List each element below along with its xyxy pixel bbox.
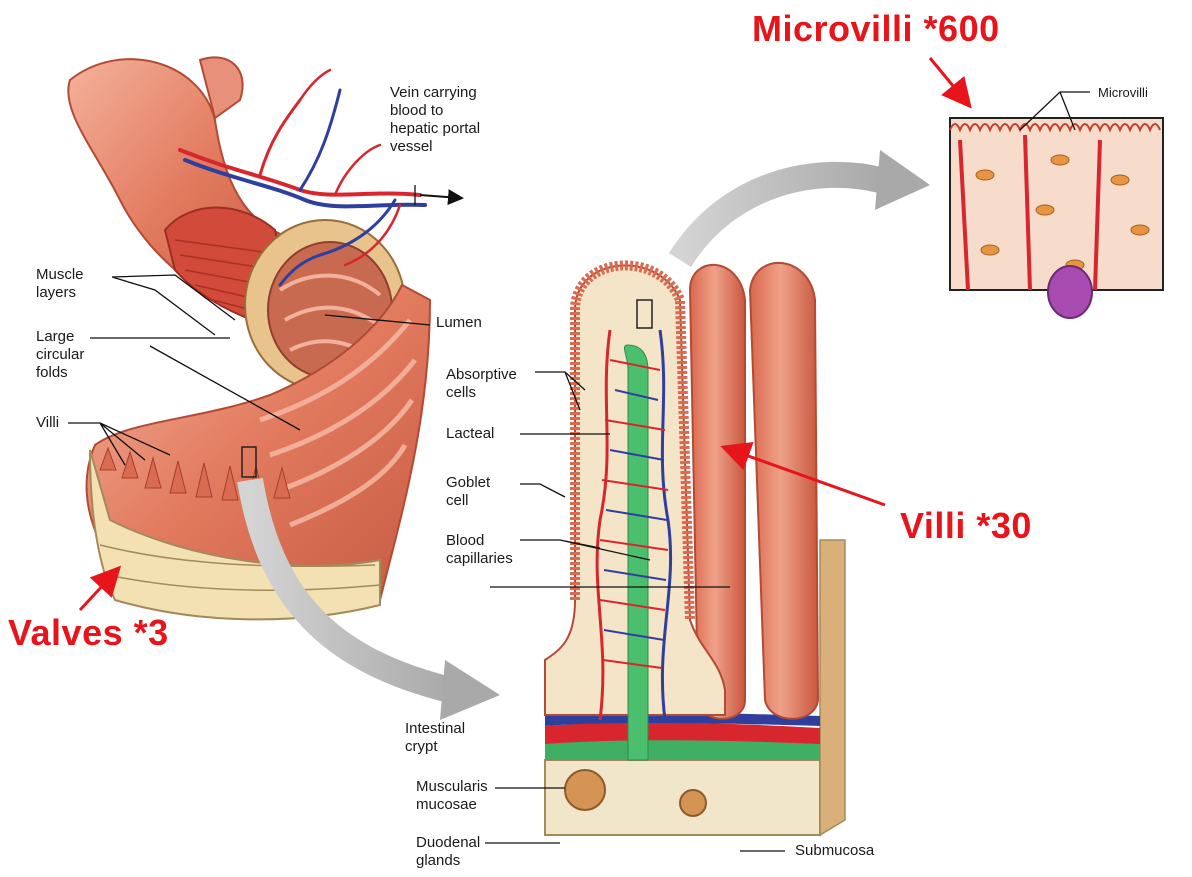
lacteal-label: Lacteal xyxy=(446,425,494,443)
villi-magnification-label: Villi *30 xyxy=(900,505,1032,547)
lumen-label: Lumen xyxy=(436,314,482,332)
villi-label: Villi xyxy=(36,414,59,432)
vein-label: Vein carrying blood to hepatic portal ve… xyxy=(390,84,480,156)
villus-detail-illustration xyxy=(545,263,845,835)
absorptive-cells-label: Absorptive cells xyxy=(446,366,517,402)
muscularis-mucosae-label: Muscularis mucosae xyxy=(416,778,488,814)
duodenal-glands-label: Duodenal glands xyxy=(416,834,480,870)
microvilli-label: Microvilli xyxy=(1098,84,1148,102)
goblet-cell-label: Goblet cell xyxy=(446,474,490,510)
large-circular-folds-label: Large circular folds xyxy=(36,328,84,382)
blood-capillaries-label: Blood capillaries xyxy=(446,532,513,568)
valves-magnification-label: Valves *3 xyxy=(8,612,169,654)
microvilli-magnification-label: Microvilli *600 xyxy=(752,8,1000,50)
submucosa-label: Submucosa xyxy=(795,842,874,860)
microvilli-cell-illustration xyxy=(950,118,1163,318)
muscle-layers-label: Muscle layers xyxy=(36,266,84,302)
intestinal-crypt-label: Intestinal crypt xyxy=(405,720,465,756)
